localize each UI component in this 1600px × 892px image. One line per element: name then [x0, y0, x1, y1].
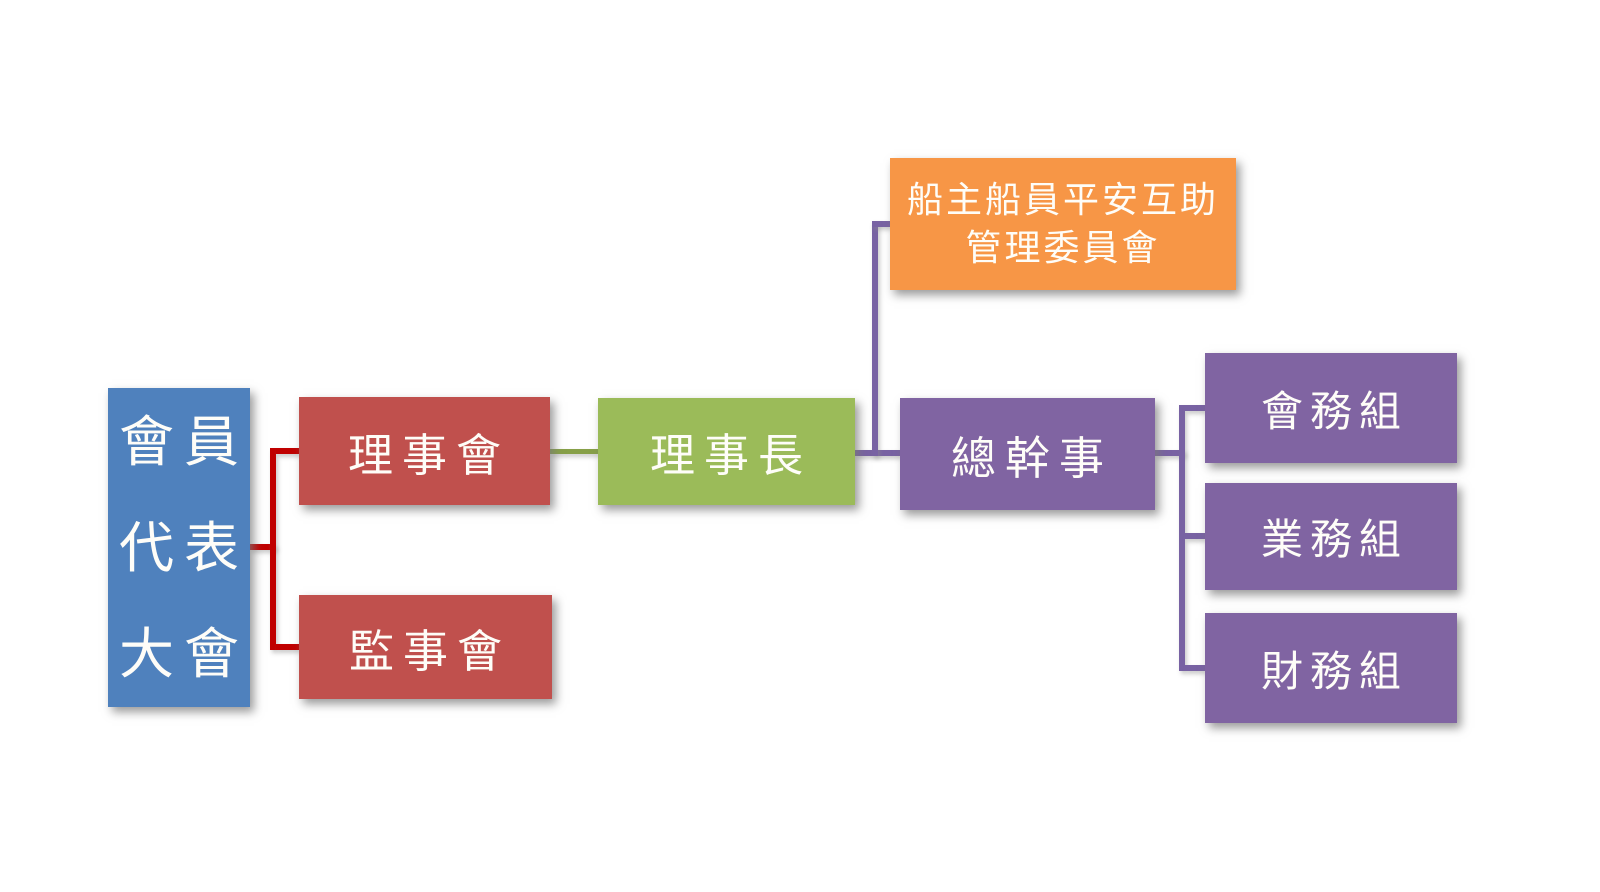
connector-to-general-affairs: [1185, 405, 1205, 411]
connector-directors-chairman: [550, 449, 598, 454]
node-business-group: 業務組: [1205, 483, 1457, 590]
connector-secretary-stub: [1155, 450, 1185, 456]
board-of-supervisors-label: 監事會: [348, 625, 511, 677]
mutual-aid-committee-label-line2: 管理委員會: [965, 227, 1161, 268]
secretary-general-label: 總幹事: [950, 432, 1113, 484]
chairman-label: 理事長: [649, 430, 812, 481]
member-congress-label-line2: 代表: [118, 516, 249, 579]
mutual-aid-committee-label-line1: 船主船員平安互助: [906, 179, 1219, 220]
node-mutual-aid-committee: 船主船員平安互助 管理委員會: [890, 158, 1236, 290]
business-group-label: 業務組: [1260, 516, 1408, 563]
node-secretary-general: 總幹事: [900, 398, 1155, 510]
connector-congress-trunk: [270, 448, 276, 650]
connector-to-directors: [276, 448, 299, 454]
member-congress-label-line3: 大會: [118, 622, 249, 685]
connector-committee-stub: [872, 221, 890, 227]
general-affairs-group-label: 會務組: [1260, 387, 1408, 435]
node-board-of-directors: 理事會: [299, 397, 550, 505]
connector-committee-riser: [872, 221, 878, 456]
connector-to-business: [1185, 533, 1205, 539]
node-member-congress: 會員 代表 大會: [108, 388, 250, 707]
connector-to-supervisors: [276, 644, 299, 650]
finance-group-label: 財務組: [1260, 647, 1408, 695]
board-of-directors-label: 理事會: [347, 429, 510, 481]
node-general-affairs-group: 會務組: [1205, 353, 1457, 463]
member-congress-label-line1: 會員: [118, 410, 249, 473]
connector-groups-trunk: [1179, 405, 1185, 671]
connector-to-finance: [1185, 665, 1205, 671]
connector-congress-stub: [250, 544, 276, 550]
node-finance-group: 財務組: [1205, 613, 1457, 723]
node-chairman: 理事長: [598, 398, 855, 505]
node-board-of-supervisors: 監事會: [299, 595, 552, 699]
